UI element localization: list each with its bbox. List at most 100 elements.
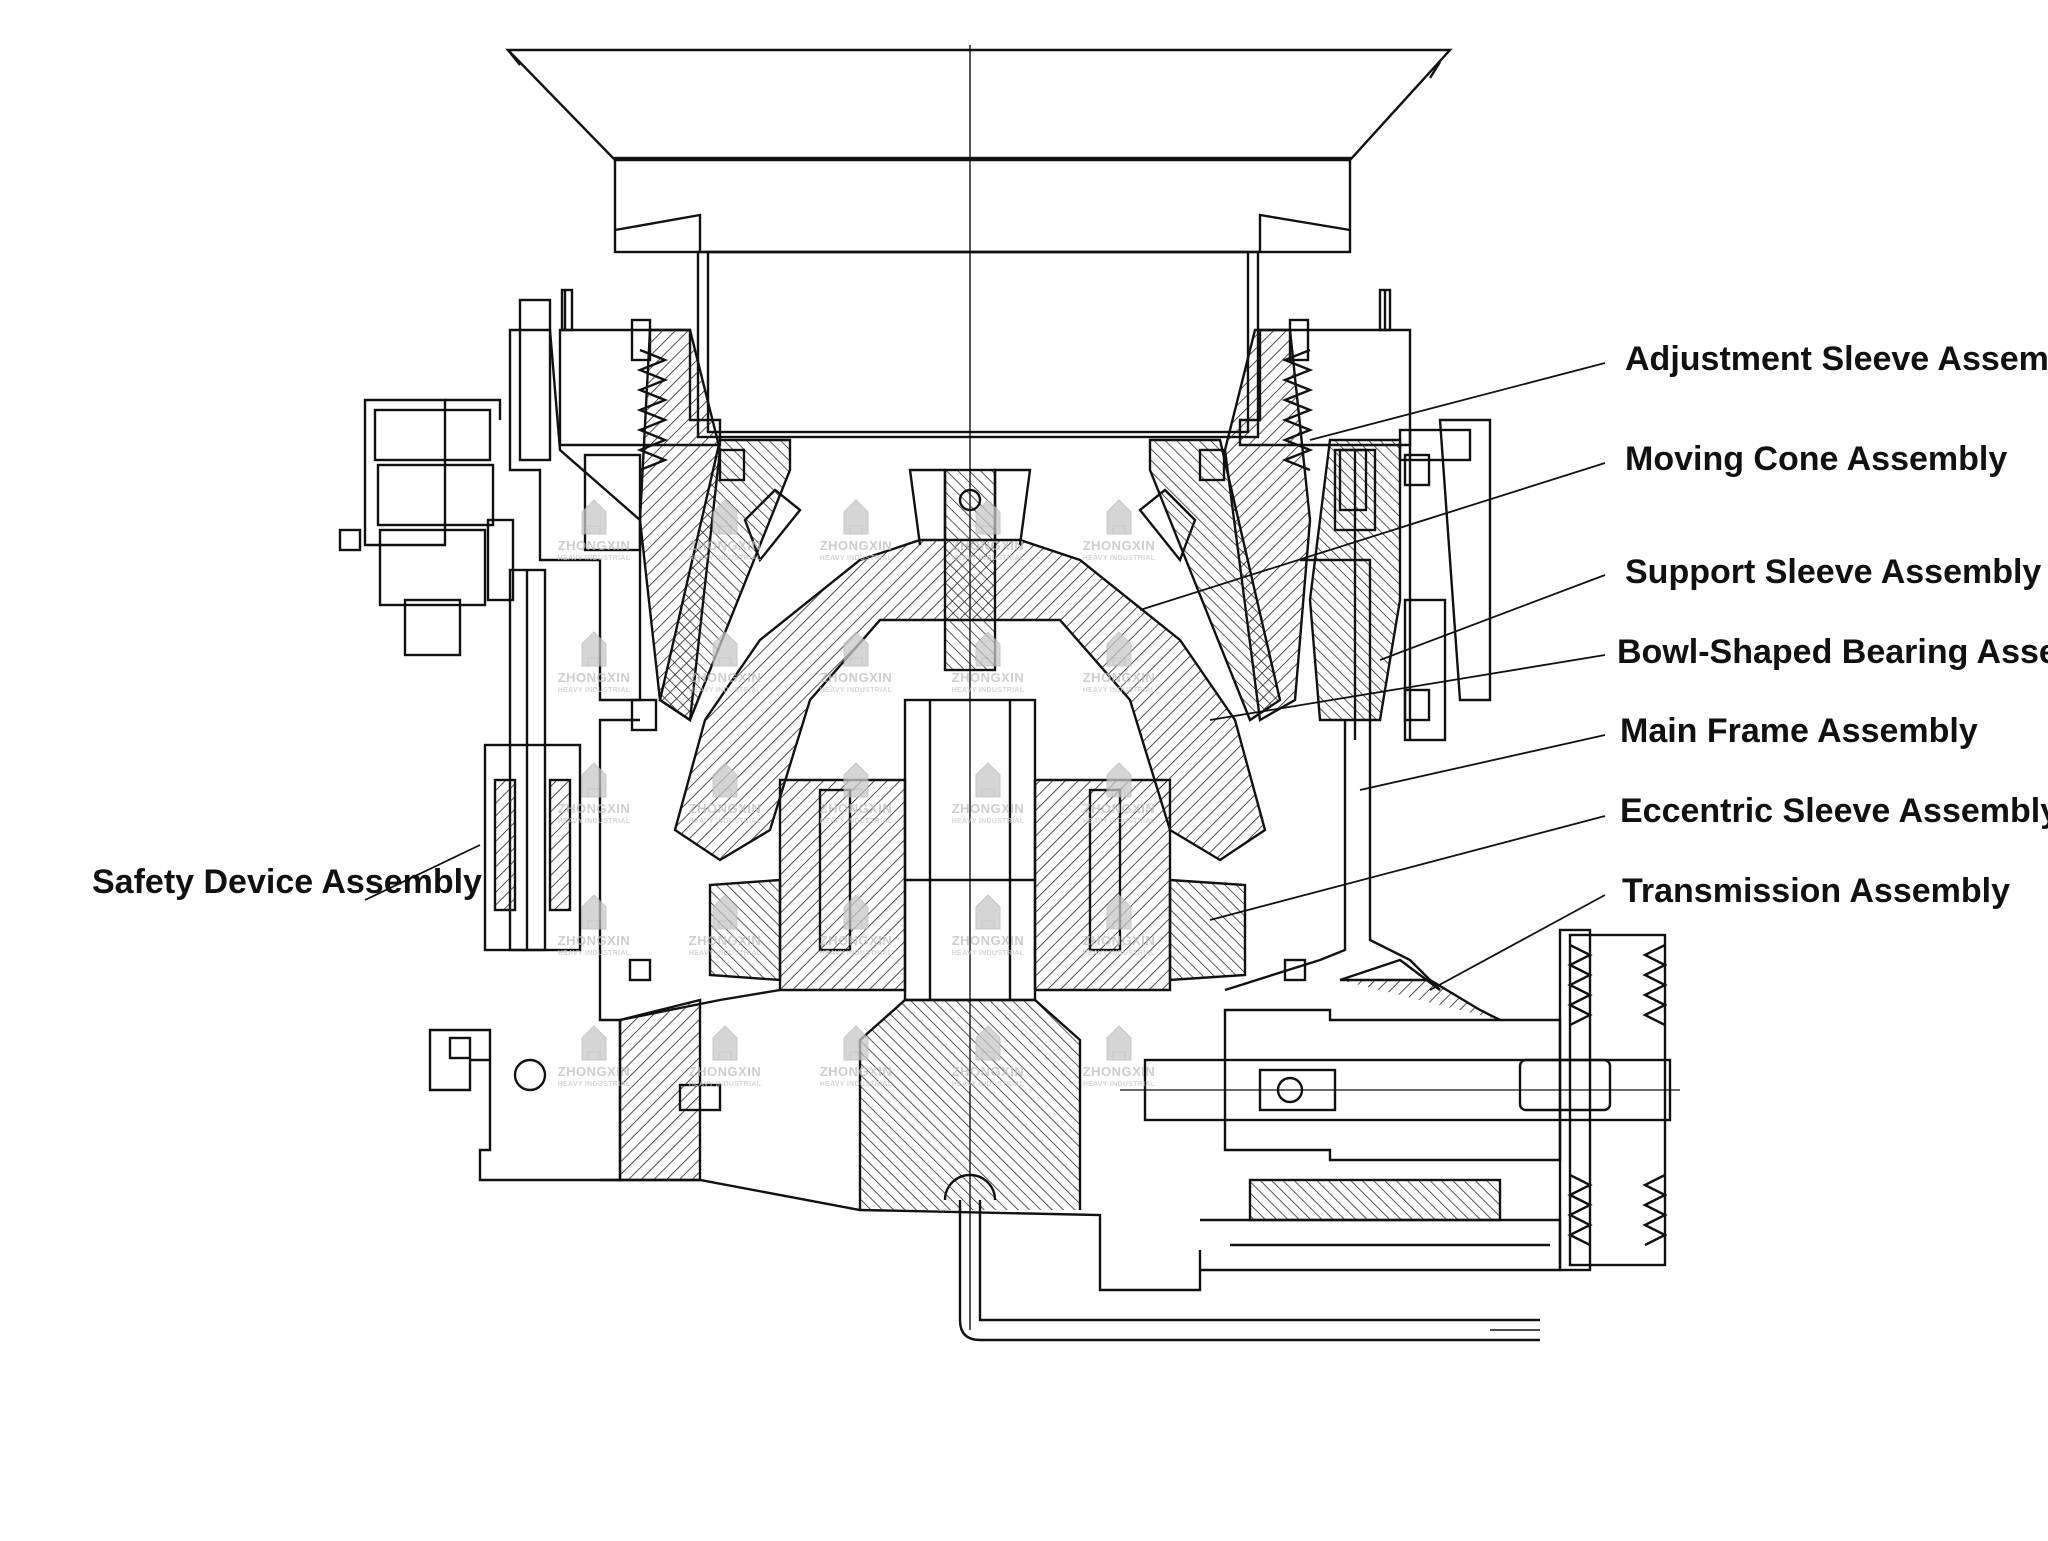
watermark-subtitle: HEAVY INDUSTRIAL xyxy=(689,818,762,825)
leader-support-sleeve xyxy=(1379,574,1606,661)
watermark-title: ZHONGXIN xyxy=(952,933,1025,948)
watermark-subtitle: HEAVY INDUSTRIAL xyxy=(689,1081,762,1088)
watermark-title: ZHONGXIN xyxy=(952,801,1025,816)
factory-logo-icon xyxy=(975,631,1001,667)
watermark-tile: ZHONGXIN HEAVY INDUSTRIAL xyxy=(1083,894,1156,957)
watermark-tile: ZHONGXIN HEAVY INDUSTRIAL xyxy=(558,499,631,562)
factory-logo-icon xyxy=(712,894,738,930)
watermark-subtitle: HEAVY INDUSTRIAL xyxy=(952,555,1025,562)
watermark-subtitle: HEAVY INDUSTRIAL xyxy=(558,950,631,957)
watermark-tile: ZHONGXIN HEAVY INDUSTRIAL xyxy=(558,762,631,825)
factory-logo-icon xyxy=(1106,894,1132,930)
watermark-title: ZHONGXIN xyxy=(558,538,631,553)
watermark-title: ZHONGXIN xyxy=(1083,1064,1156,1079)
watermark-subtitle: HEAVY INDUSTRIAL xyxy=(689,950,762,957)
factory-logo-icon xyxy=(581,631,607,667)
factory-logo-icon xyxy=(1106,499,1132,535)
label-bowl-bearing: Bowl-Shaped Bearing Assembly xyxy=(1617,633,2048,671)
watermark-title: ZHONGXIN xyxy=(558,670,631,685)
label-adjustment-sleeve: Adjustment Sleeve Assembly xyxy=(1625,340,2048,378)
watermark-title: ZHONGXIN xyxy=(558,933,631,948)
watermark-title: ZHONGXIN xyxy=(689,538,762,553)
leader-moving-cone xyxy=(1139,462,1606,611)
watermark-title: ZHONGXIN xyxy=(820,670,893,685)
factory-logo-icon xyxy=(843,762,869,798)
leader-transmission xyxy=(1429,894,1606,991)
label-safety-device: Safety Device Assembly xyxy=(92,863,482,901)
watermark-tile: ZHONGXIN HEAVY INDUSTRIAL xyxy=(952,499,1025,562)
watermark-subtitle: HEAVY INDUSTRIAL xyxy=(952,1081,1025,1088)
factory-logo-icon xyxy=(975,894,1001,930)
transmission-shape xyxy=(1120,928,1680,1272)
watermark-subtitle: HEAVY INDUSTRIAL xyxy=(952,950,1025,957)
watermark-tile: ZHONGXIN HEAVY INDUSTRIAL xyxy=(820,894,893,957)
watermark-subtitle: HEAVY INDUSTRIAL xyxy=(820,687,893,694)
watermark-title: ZHONGXIN xyxy=(1083,801,1156,816)
factory-logo-icon xyxy=(581,499,607,535)
watermark-title: ZHONGXIN xyxy=(952,1064,1025,1079)
main-frame-shape xyxy=(428,558,1441,1292)
factory-logo-icon xyxy=(712,762,738,798)
watermark-tile: ZHONGXIN HEAVY INDUSTRIAL xyxy=(558,894,631,957)
watermark-title: ZHONGXIN xyxy=(820,538,893,553)
watermark-subtitle: HEAVY INDUSTRIAL xyxy=(558,818,631,825)
factory-logo-icon xyxy=(1106,762,1132,798)
watermark-subtitle: HEAVY INDUSTRIAL xyxy=(820,950,893,957)
factory-logo-icon xyxy=(843,631,869,667)
watermark-subtitle: HEAVY INDUSTRIAL xyxy=(952,818,1025,825)
watermark-title: ZHONGXIN xyxy=(820,933,893,948)
watermark-title: ZHONGXIN xyxy=(689,801,762,816)
bowl-liner-shape xyxy=(658,438,1282,722)
watermark-subtitle: HEAVY INDUSTRIAL xyxy=(689,687,762,694)
watermark-title: ZHONGXIN xyxy=(952,538,1025,553)
watermark-tile: ZHONGXIN HEAVY INDUSTRIAL xyxy=(952,762,1025,825)
watermark-tile: ZHONGXIN HEAVY INDUSTRIAL xyxy=(689,499,762,562)
factory-logo-icon xyxy=(581,894,607,930)
left-frame-upper xyxy=(508,288,1392,702)
watermark-subtitle: HEAVY INDUSTRIAL xyxy=(558,687,631,694)
hydraulic-motor-shape xyxy=(338,398,515,657)
feed-hopper xyxy=(505,48,1453,439)
watermark-title: ZHONGXIN xyxy=(689,1064,762,1079)
support-sleeve-shape xyxy=(1308,418,1492,742)
bolts-shape xyxy=(628,318,1431,982)
watermark-tile: ZHONGXIN HEAVY INDUSTRIAL xyxy=(952,1025,1025,1088)
leader-main-frame xyxy=(1359,734,1606,791)
factory-logo-icon xyxy=(712,1025,738,1061)
factory-logo-icon xyxy=(581,762,607,798)
leader-safety-device xyxy=(364,844,481,901)
watermark-subtitle: HEAVY INDUSTRIAL xyxy=(1083,950,1156,957)
label-main-frame: Main Frame Assembly xyxy=(1620,712,1978,750)
watermark-title: ZHONGXIN xyxy=(820,801,893,816)
factory-logo-icon xyxy=(975,499,1001,535)
factory-logo-icon xyxy=(843,1025,869,1061)
factory-logo-icon xyxy=(712,631,738,667)
watermark-title: ZHONGXIN xyxy=(1083,538,1156,553)
watermark-subtitle: HEAVY INDUSTRIAL xyxy=(558,555,631,562)
factory-logo-icon xyxy=(1106,1025,1132,1061)
watermark-title: ZHONGXIN xyxy=(558,801,631,816)
watermark-subtitle: HEAVY INDUSTRIAL xyxy=(689,555,762,562)
watermark-tile: ZHONGXIN HEAVY INDUSTRIAL xyxy=(689,1025,762,1088)
watermark-title: ZHONGXIN xyxy=(689,670,762,685)
watermark-title: ZHONGXIN xyxy=(1083,933,1156,948)
watermark-tile: ZHONGXIN HEAVY INDUSTRIAL xyxy=(689,762,762,825)
factory-logo-icon xyxy=(843,894,869,930)
watermark-layer: ZHONGXIN HEAVY INDUSTRIAL ZHONGXIN HEAVY IN… xyxy=(558,499,1156,1088)
factory-logo-icon xyxy=(581,1025,607,1061)
factory-logo-icon xyxy=(975,1025,1001,1061)
label-support-sleeve: Support Sleeve Assembly xyxy=(1625,553,2041,591)
watermark-tile: ZHONGXIN HEAVY INDUSTRIAL xyxy=(820,631,893,694)
watermark-tile: ZHONGXIN HEAVY INDUSTRIAL xyxy=(558,631,631,694)
